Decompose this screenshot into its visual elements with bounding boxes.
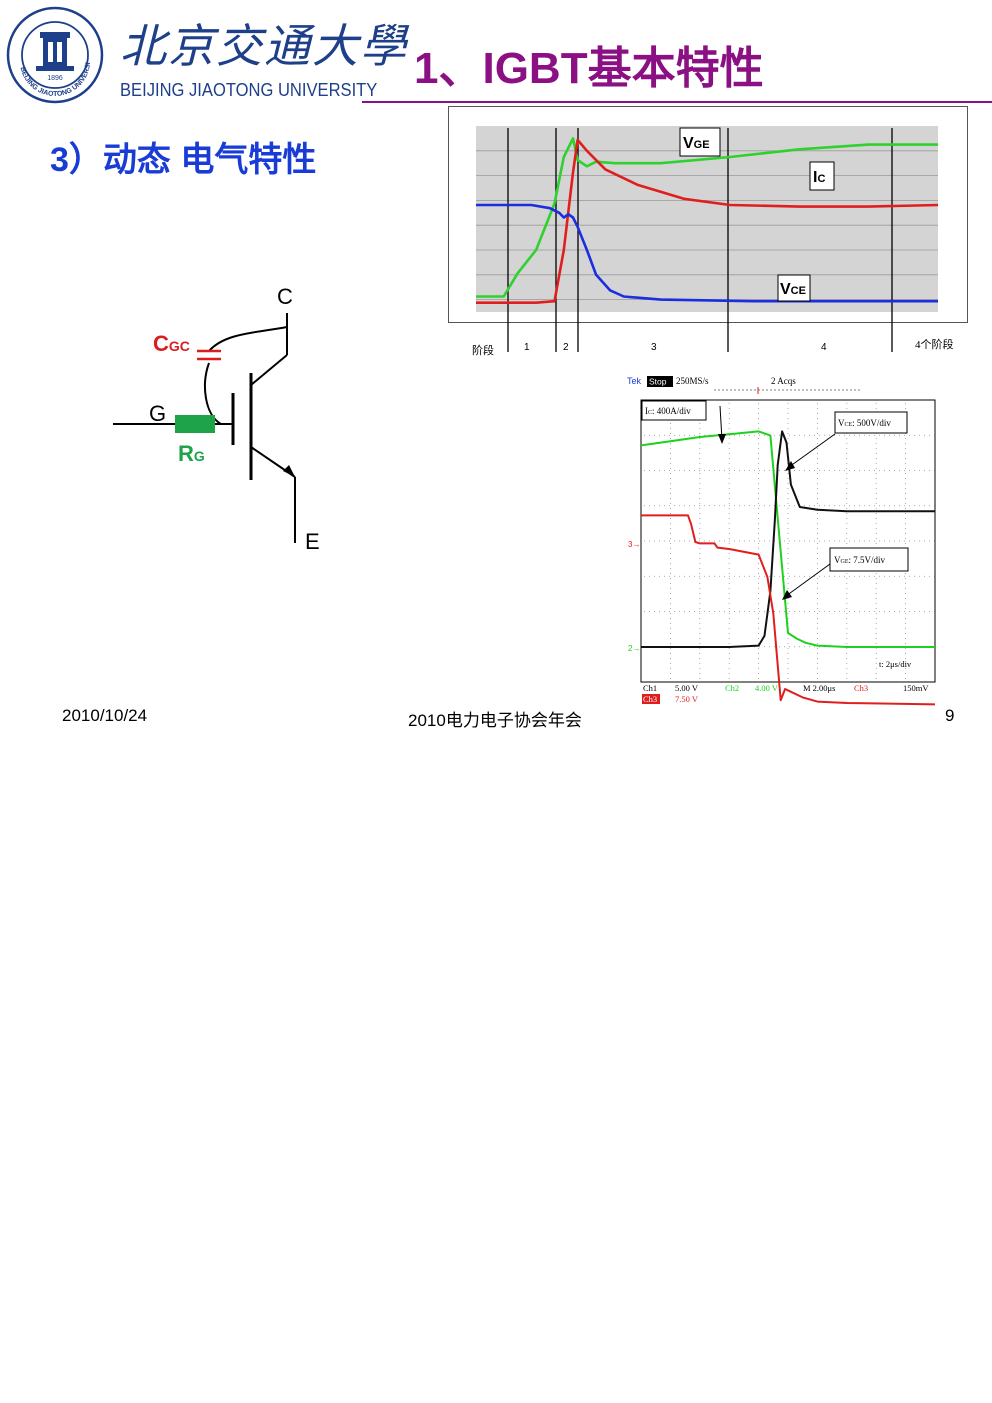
cgc-wire-bottom [204,362,222,425]
title-divider [362,101,992,103]
label-emitter: E [305,529,320,554]
gate-resistor [175,415,215,433]
ch3-trigger-label: Ch3 [854,683,868,693]
ch2-label: Ch2 [725,683,739,693]
stage-axis-label: 阶段 [472,343,494,357]
annotation-vce: VCE: 500V/div [785,411,908,471]
svg-text:VCE: VCE [780,281,806,298]
ic-scope-trace [641,430,935,648]
seal-year: 1896 [47,75,63,82]
sample-rate: 250MS/s [676,376,709,386]
stage-label-2: 2 [563,342,569,353]
chart1-plot-area [476,126,938,312]
annotation-vge: VGE: 7.5V/div [782,547,909,600]
legend-vce: VCE [777,274,811,302]
scope-screen [640,399,936,683]
footer-conference: 2010电力电子协会年会 [408,711,582,730]
stage-label-3: 3 [651,342,657,353]
label-cgc: CGC [153,331,190,356]
svg-text:IC: IC [813,169,825,186]
time-scale: t: 2μs/div [879,659,912,669]
ch3-value: 7.50 V [675,694,699,704]
slide-title: 1、IGBT基本特性 [414,44,764,93]
annotation-ic: IC: 400A/div [641,400,726,444]
vge-trace [476,137,938,298]
university-seal-icon: BEIJING JIAOTONG UNIVERSITY 1896 [6,6,104,104]
ch2-value: 4.00 V [755,683,779,693]
university-name-en: BEIJING JIAOTONG UNIVERSITY [120,80,378,100]
igbt-circuit-diagram: C CGC G RG E [113,284,320,554]
ch2-marker: 2→ [628,644,640,653]
ch3-badge [642,694,660,704]
trigger-level: 150mV [903,683,929,693]
svg-text:VGE: VGE [683,135,710,152]
stage-label-4: 4 [821,342,827,353]
vce-scope-trace [640,430,935,648]
ch3-marker: 3→ [628,540,640,549]
svg-text:VGE: 7.5V/div: VGE: 7.5V/div [834,555,886,565]
stage-end-label: 4个阶段 [915,337,954,351]
slide-subtitle: 3）动态 电气特性 [50,141,317,179]
page-number: 9 [945,706,955,725]
cgc-wire-top [208,326,288,352]
oscilloscope-capture: Tek Stop 250MS/s 2 Acqs IC: 400A/div VCE… [627,376,936,706]
stage-label-1: 1 [524,342,530,353]
acqs-count: 2 Acqs [771,376,796,386]
stop-badge [647,376,673,387]
timebase-label: M 2.00μs [803,683,835,693]
collector-diagonal [250,354,288,386]
legend-ic: IC [809,161,835,191]
ch1-value: 5.00 V [675,683,699,693]
emitter-arrow-icon [283,465,295,477]
svg-text:VCE: 500V/div: VCE: 500V/div [838,418,891,428]
legend-vge: VGE [679,127,721,157]
label-gate: G [149,401,166,426]
ch3-label: Ch3 [643,694,657,704]
footer-date: 2010/10/24 [62,706,148,725]
label-collector: C [277,284,293,309]
university-name-cn: 北京交通大學 [120,19,408,73]
ic-trace [476,138,939,304]
label-rg: RG [178,441,205,466]
svg-text:IC: 400A/div: IC: 400A/div [645,406,691,416]
switching-waveform-chart: VGE IC VCE 阶段 1 2 3 4 4个阶段 [448,106,968,357]
vge-scope-trace [641,514,936,706]
tek-label: Tek [627,376,642,386]
vce-trace [476,203,938,303]
stop-label: Stop [649,377,667,387]
ch1-label: Ch1 [643,683,657,693]
